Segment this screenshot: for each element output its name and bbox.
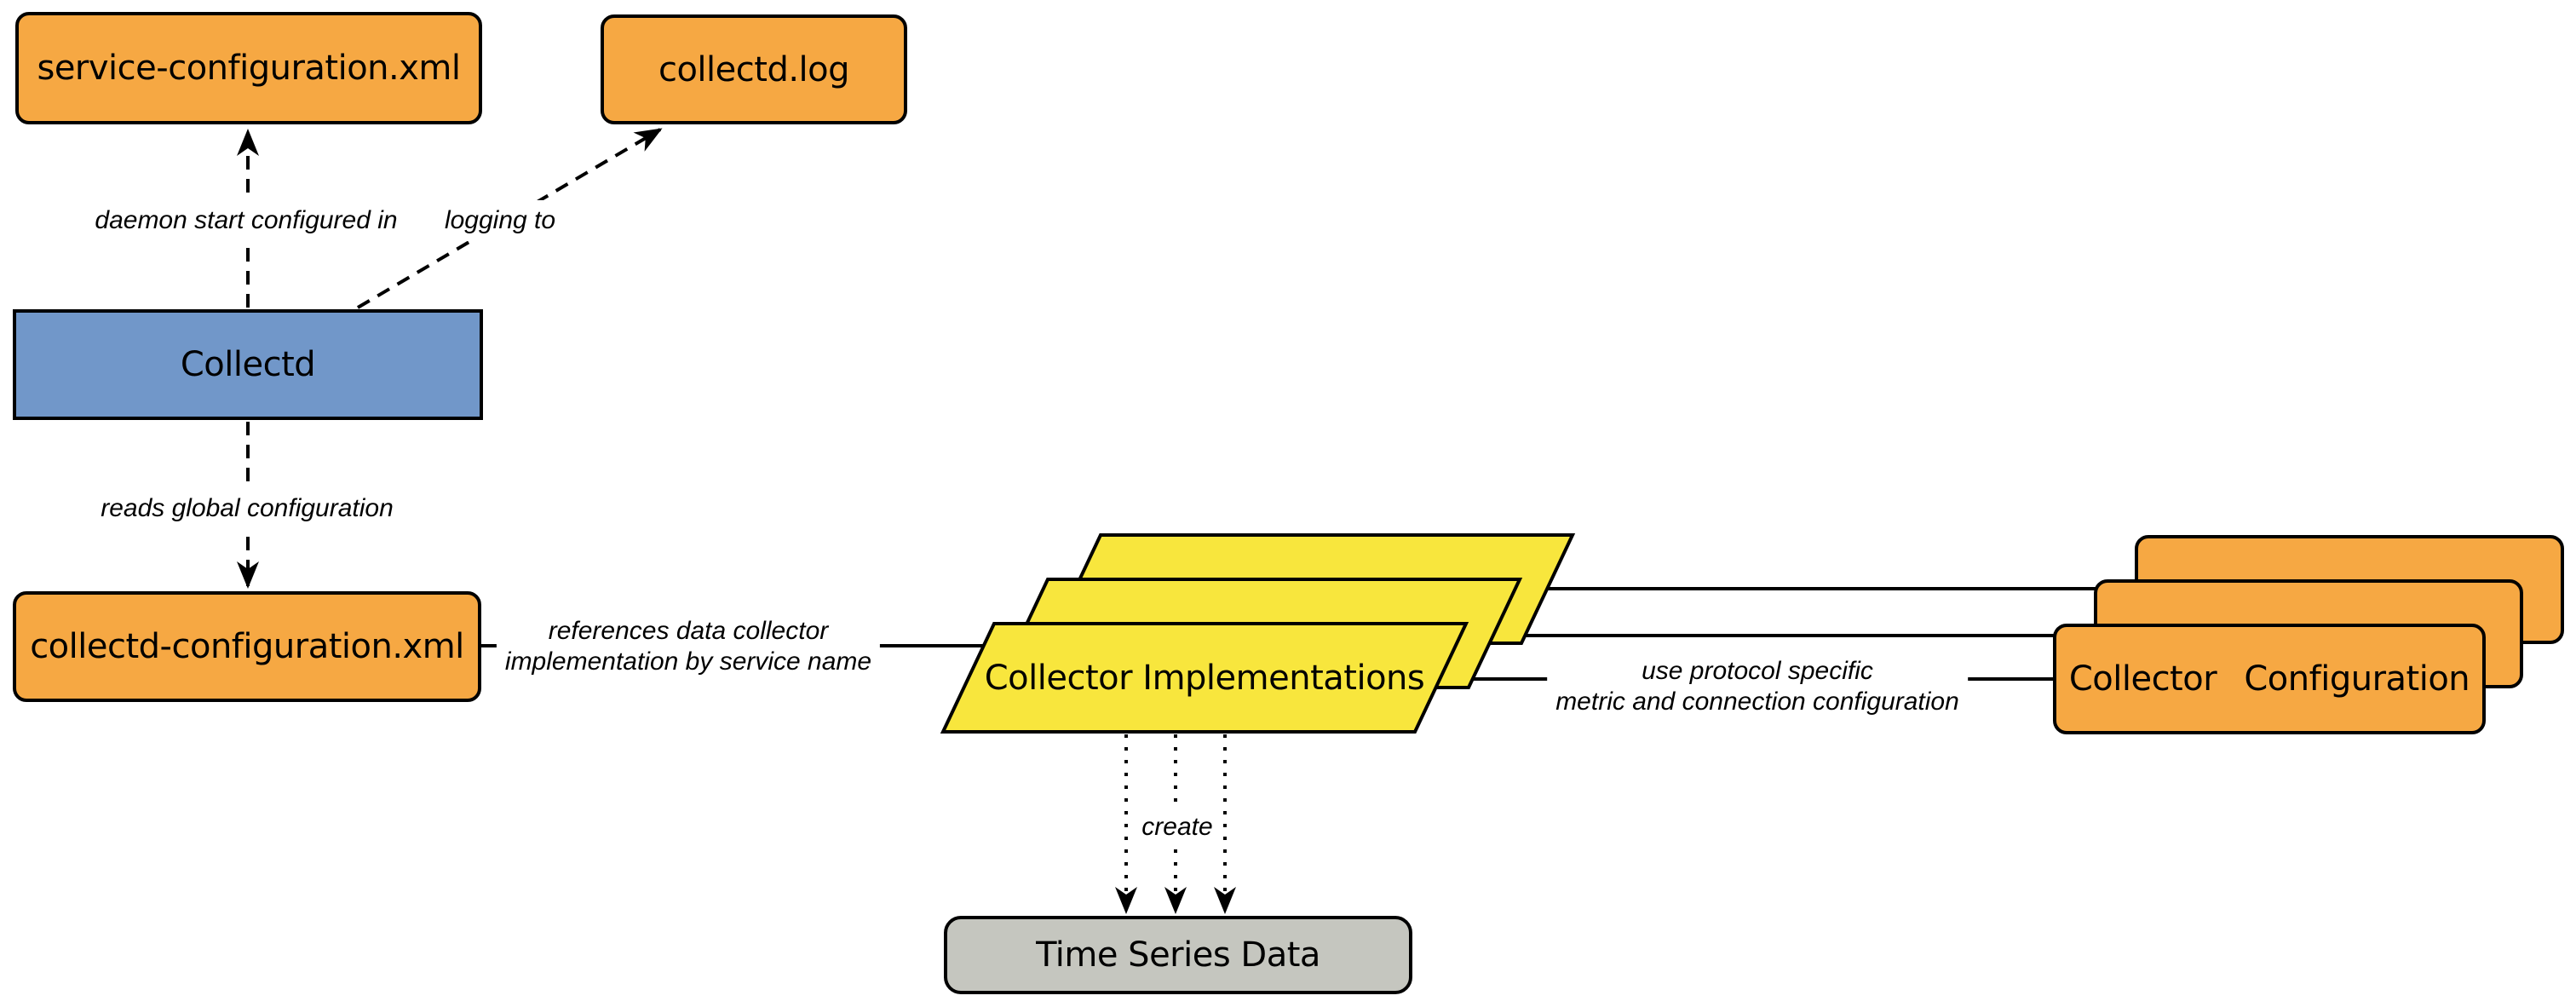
edge-label-use-protocol-line2: metric and connection configuration [1555, 688, 1959, 716]
node-collectd-label: Collectd [180, 345, 316, 384]
node-time-series-data: Time Series Data [944, 916, 1412, 994]
node-service-configuration-label: service-configuration.xml [37, 49, 461, 88]
edge-label-use-protocol-line1: use protocol specific [1642, 657, 1873, 685]
edge-label-references-line1: references data collector [548, 617, 829, 645]
edge-label-use-protocol: use protocol specific metric and connect… [1547, 651, 1968, 722]
node-collectd: Collectd [13, 309, 483, 420]
collector-implementations-sheet-front [940, 622, 1469, 734]
node-collector-configuration: Collector Configuration [2053, 624, 2486, 734]
node-time-series-data-label: Time Series Data [1036, 935, 1320, 975]
edge-label-reads-global: reads global configuration [92, 488, 402, 529]
edge-label-references-line2: implementation by service name [504, 647, 872, 676]
node-collector-implementations-label: Collector Implementations [984, 658, 1425, 698]
node-collectd-configuration: collectd-configuration.xml [13, 591, 481, 702]
node-collectd-configuration-label: collectd-configuration.xml [30, 627, 464, 666]
node-collector-implementations: Collector Implementations [952, 624, 1458, 732]
node-service-configuration: service-configuration.xml [15, 12, 482, 124]
edge-logging-to-arrow [356, 128, 663, 309]
node-collectd-log-label: collectd.log [658, 49, 850, 89]
edge-label-create: create [1133, 807, 1222, 848]
edge-label-daemon-start: daemon start configured in [86, 200, 406, 241]
node-collectd-log: collectd.log [601, 14, 907, 124]
edge-label-references: references data collector implementation… [496, 611, 881, 682]
node-collector-configuration-label: Collector Configuration [2068, 659, 2470, 699]
edge-label-logging-to: logging to [435, 200, 565, 241]
